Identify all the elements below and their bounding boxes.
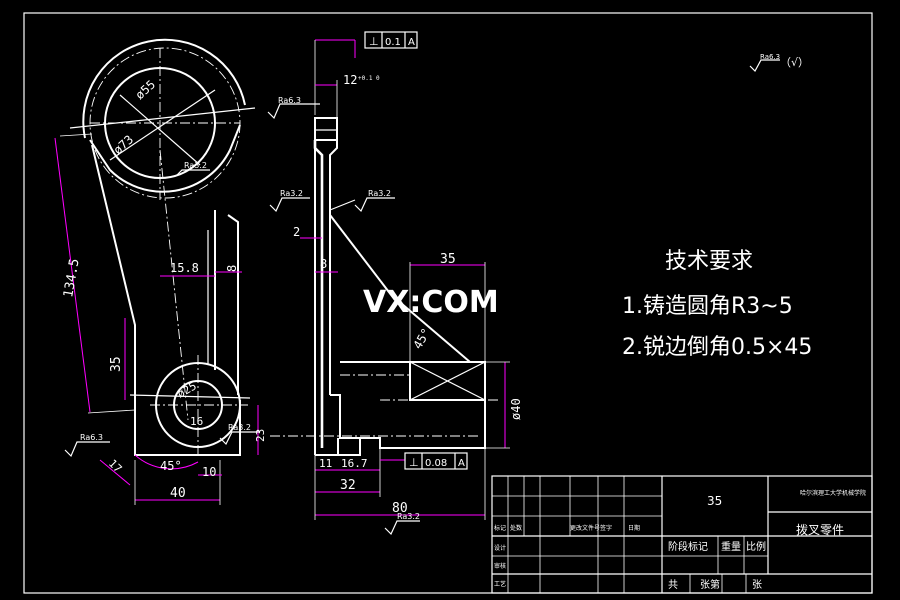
svg-text:Ra3.2: Ra3.2 [228, 423, 251, 432]
dim-diameter-25: ø25 [175, 379, 199, 400]
dim-8-left: 8 [225, 265, 239, 272]
tech-requirement-1: 1.铸造圆角R3~5 [622, 294, 793, 319]
side-rib-edge [329, 140, 338, 395]
dim-134: 134.5 [61, 258, 83, 299]
dim-32: 32 [340, 478, 356, 493]
roughness-mark-r6: Ra3.2 [354, 189, 395, 213]
row-design: 设计 [494, 544, 506, 552]
svg-text:0.1: 0.1 [385, 37, 401, 48]
dim-23: 23 [254, 429, 267, 442]
dim-35-left: 35 [109, 356, 124, 372]
side-left-edge [313, 140, 324, 448]
cut-line [69, 107, 256, 129]
svg-text:A: A [458, 458, 465, 469]
roughness-note: Ra6.3 （√） [749, 53, 809, 72]
fork-lower-arc [89, 124, 241, 193]
row-count: 处数 [510, 524, 522, 532]
chamfer-line [394, 297, 471, 363]
front-view [54, 38, 259, 505]
part-name-cell: 拨叉零件 [796, 523, 844, 537]
dim-arc-45 [134, 454, 199, 470]
base-line [129, 394, 251, 399]
side-view [270, 39, 510, 520]
sheet-label: 张 [752, 579, 762, 591]
dim-diameter-40: ø40 [509, 398, 523, 420]
roughness-mark-r7: Ra3.2 [384, 512, 420, 536]
sheets-label: 张第 [700, 578, 720, 591]
diameter-leader [109, 89, 216, 161]
arm-center-line [159, 149, 189, 421]
dim-diameter-55: ø55 [133, 77, 158, 102]
ext-line-134b [87, 409, 136, 414]
svg-text:（√）: （√） [780, 56, 809, 69]
dim-45-left: 45° [160, 459, 182, 473]
svg-text:Ra6.3: Ra6.3 [760, 53, 780, 61]
arm-left-edge [91, 144, 136, 420]
row-review: 审核 [494, 562, 506, 570]
title-block [491, 475, 873, 594]
tech-requirement-2: 2.锐边倒角0.5×45 [622, 335, 812, 360]
tolerance-frame-bottom: ⊥ 0.08 A [404, 452, 468, 470]
dim-10: 10 [202, 465, 216, 479]
roughness-mark-r4: Ra3.2 [269, 189, 310, 213]
dim-17: 17 [106, 457, 125, 476]
row-date: 日期 [628, 524, 640, 532]
arm-rib-edge [227, 214, 239, 395]
svg-text:⊥: ⊥ [409, 456, 419, 469]
dim-45-right: 45° [410, 326, 433, 352]
top-nub [314, 117, 338, 141]
row-process: 工艺 [494, 580, 506, 588]
material-cell: 35 [707, 494, 722, 508]
rib-callout [329, 199, 356, 211]
row-doc: 更改文件号 [570, 524, 600, 532]
dim-12-tol: +0.1 0 [358, 75, 380, 82]
diameter-leader-2 [119, 94, 201, 166]
svg-text:Ra6.3: Ra6.3 [278, 96, 301, 105]
hub-foot [337, 438, 361, 456]
svg-text:Ra3.2: Ra3.2 [397, 512, 420, 521]
fork-outer-arc [82, 38, 246, 139]
roughness-mark-r5: Ra6.3 [64, 433, 110, 458]
col-weight: 重量 [721, 540, 741, 553]
svg-text:Ra6.3: Ra6.3 [80, 433, 103, 442]
keyway-cross-b [409, 361, 486, 401]
hub-base [134, 400, 241, 456]
dim-15-8: 15.8 [170, 261, 199, 275]
total-label: 共 [668, 579, 678, 591]
dim-16: 16 [190, 415, 203, 428]
col-stage: 阶段标记 [668, 540, 708, 553]
school-cell: 哈尔滨理工大学机械学院 [800, 489, 866, 497]
tech-requirements-title: 技术要求 [665, 249, 753, 274]
dim-line-134 [54, 137, 91, 413]
svg-text:Ra3.2: Ra3.2 [184, 161, 207, 170]
svg-text:0.08: 0.08 [425, 458, 447, 469]
side-rib-slope [329, 214, 396, 301]
dim-line-17 [99, 459, 131, 486]
dim-16-7: 16.7 [341, 457, 368, 470]
svg-text:⊥: ⊥ [369, 35, 379, 48]
dim-12: 12 [343, 73, 357, 87]
row-mark: 标记 [494, 524, 506, 532]
roughness-mark-r1: Ra6.3 [267, 96, 320, 120]
watermark-text: VX:COM [363, 285, 499, 320]
roughness-mark-r3: Ra3.2 [219, 423, 260, 446]
col-scale: 比例 [746, 540, 766, 553]
svg-text:Ra3.2: Ra3.2 [368, 189, 391, 198]
dim-35-right: 35 [440, 252, 456, 267]
dim-8: 8 [320, 257, 327, 271]
svg-text:Ra3.2: Ra3.2 [280, 189, 303, 198]
ext-line-134a [59, 133, 93, 137]
tolerance-frame-top: ⊥ 0.1 A [364, 31, 418, 49]
dim-2: 2 [293, 225, 300, 239]
roughness-mark-r2: Ra3.2 [175, 161, 210, 177]
row-sign: 签字 [600, 524, 612, 532]
dim-40: 40 [170, 486, 186, 501]
dim-11: 11 [319, 457, 332, 470]
svg-text:A: A [408, 37, 415, 48]
drawing-frame [23, 12, 873, 594]
dim-80: 80 [392, 501, 408, 516]
